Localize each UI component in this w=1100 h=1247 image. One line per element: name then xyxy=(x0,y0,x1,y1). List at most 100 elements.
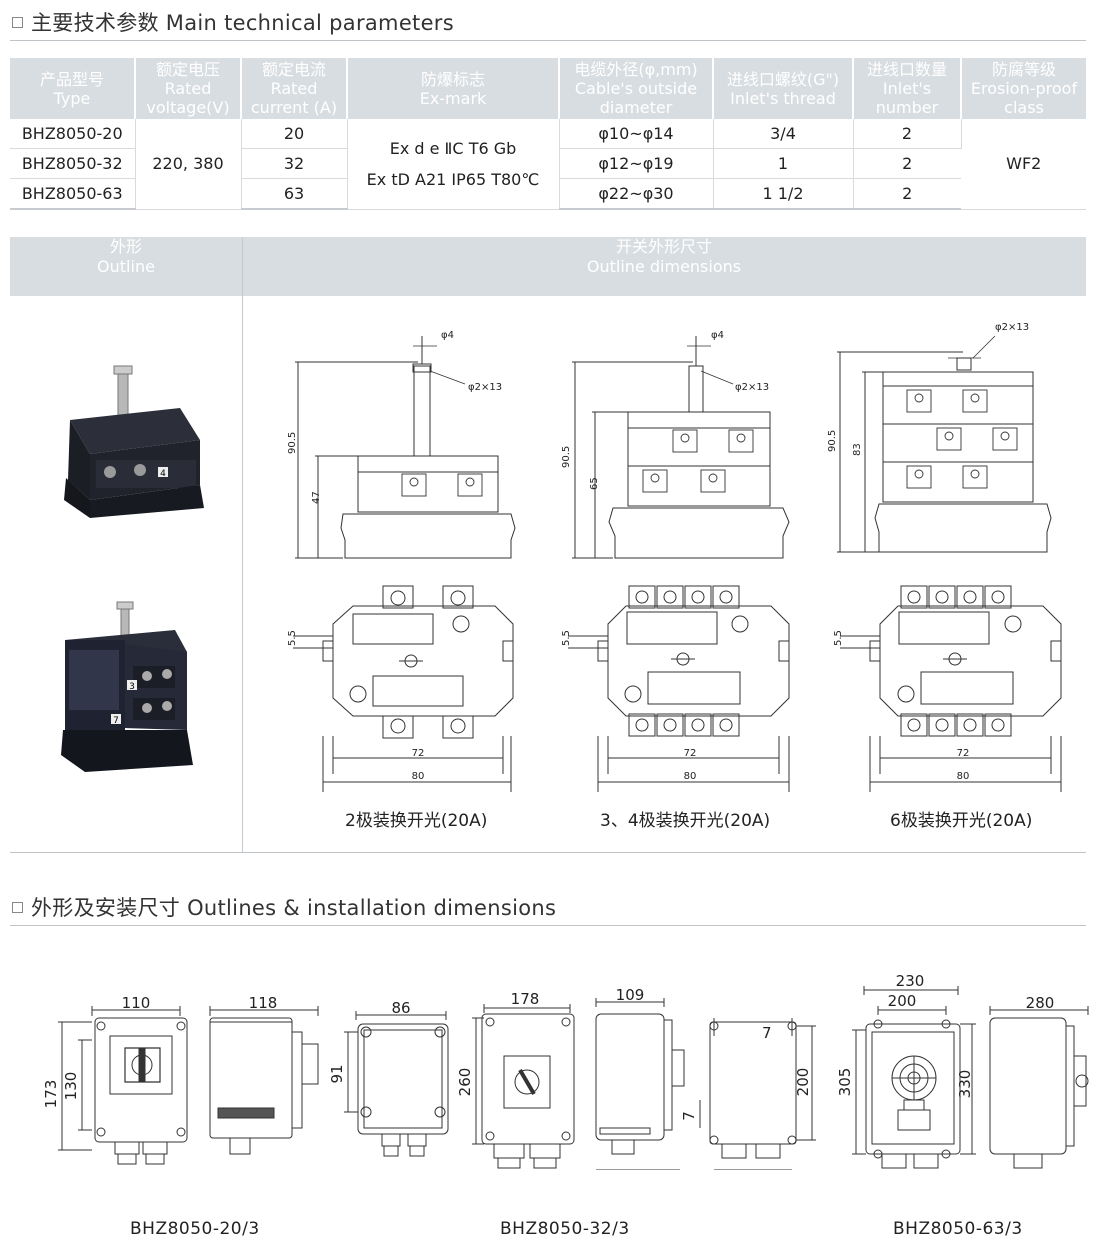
current-cell: 32 xyxy=(241,148,348,179)
dim-width-inner: 72 xyxy=(957,748,970,759)
drawing-6pole-top xyxy=(840,585,1062,792)
caption-6pole: 6极装换开光(20A) xyxy=(890,811,1033,831)
dim-118: 118 xyxy=(249,994,278,1012)
cable-cell: φ10~φ14 xyxy=(559,119,714,149)
caption-2pole: 2极装换开光(20A) xyxy=(345,811,488,831)
square-bullet-icon xyxy=(12,17,23,28)
square-bullet-icon xyxy=(12,902,23,913)
switch-photo-6pole: 3 7 xyxy=(61,601,193,772)
current-cell: 20 xyxy=(241,119,348,149)
dim-height-body: 65 xyxy=(589,477,600,490)
enclosure-20-side xyxy=(209,1006,319,1155)
dim-305: 305 xyxy=(836,1068,854,1097)
dim-phi4: φ4 xyxy=(441,330,454,341)
caption-34pole: 3、4极装换开光(20A) xyxy=(600,811,771,831)
dim-gap: 5.5 xyxy=(833,630,844,646)
divider xyxy=(10,925,1086,926)
dim-7-back: 7 xyxy=(762,1024,772,1042)
dim-173: 173 xyxy=(42,1080,60,1109)
current-cell: 63 xyxy=(241,178,348,210)
dim-phi2x13: φ2×13 xyxy=(468,382,502,393)
dim-width-inner: 72 xyxy=(412,748,425,759)
dim-height-total: 90.5 xyxy=(287,432,298,454)
thread-cell: 1 1/2 xyxy=(713,178,854,210)
dim-130: 130 xyxy=(62,1072,80,1101)
drawing-34pole-top xyxy=(568,585,790,792)
table-row: BHZ8050-20 220, 380 20 Ex d e ⅡC T6 Gb E… xyxy=(10,119,1086,210)
header-thread: 进线口螺纹(G")Inlet's thread xyxy=(713,58,854,119)
section-title-parameters: 主要技术参数 Main technical parameters xyxy=(12,7,454,37)
dim-phi2x13: φ2×13 xyxy=(735,382,769,393)
dim-width-inner: 72 xyxy=(684,748,697,759)
drawing-2pole-side xyxy=(295,336,516,559)
drawing-2pole-top xyxy=(293,585,514,792)
model-label-32: BHZ8050-32/3 xyxy=(500,1219,630,1239)
erosion-cell: WF2 xyxy=(961,119,1086,210)
dim-230: 230 xyxy=(896,972,925,990)
dim-7-side: 7 xyxy=(680,1111,698,1121)
outline-dimensions-header: 开关外形尺寸 Outline dimensions xyxy=(586,237,742,276)
cable-cell: φ12~φ19 xyxy=(559,148,714,179)
switch-photo-2pole: 4 xyxy=(64,365,204,518)
dim-height-body: 83 xyxy=(852,443,863,456)
enclosure-32-front xyxy=(472,1004,575,1169)
dim-200-top: 200 xyxy=(888,992,917,1010)
inlets-cell: 2 xyxy=(853,119,962,149)
dim-phi2x13: φ2×13 xyxy=(995,322,1029,333)
dim-gap: 5.5 xyxy=(287,630,298,646)
inlets-cell: 2 xyxy=(853,178,961,210)
table-row: BHZ8050-32 32 φ12~φ19 1 2 xyxy=(10,148,1086,179)
type-cell: BHZ8050-20 xyxy=(10,119,136,149)
enclosure-32-side xyxy=(595,998,701,1170)
dim-200: 200 xyxy=(794,1068,812,1097)
dim-178: 178 xyxy=(511,990,540,1008)
dim-110: 110 xyxy=(122,994,151,1012)
dim-260: 260 xyxy=(456,1068,474,1097)
dim-86: 86 xyxy=(391,999,410,1017)
svg-text:7: 7 xyxy=(113,716,119,726)
dim-gap: 5.5 xyxy=(561,630,572,646)
enclosure-32-back xyxy=(709,1018,816,1170)
exmark-cell: Ex d e ⅡC T6 Gb Ex tD A21 IP65 T80℃ xyxy=(347,119,560,210)
model-label-20: BHZ8050-20/3 xyxy=(130,1219,260,1239)
thread-cell: 3/4 xyxy=(713,119,854,149)
divider xyxy=(10,40,1086,41)
dim-330: 330 xyxy=(956,1070,974,1099)
dim-width-outer: 80 xyxy=(412,771,425,782)
dim-109: 109 xyxy=(616,986,645,1004)
type-cell: BHZ8050-63 xyxy=(10,178,136,210)
column-divider xyxy=(242,237,243,852)
divider xyxy=(10,852,1086,853)
dim-91: 91 xyxy=(328,1064,346,1083)
thread-cell: 1 xyxy=(713,148,854,179)
dim-height-body: 47 xyxy=(311,491,322,504)
dim-width-outer: 80 xyxy=(684,771,697,782)
enclosure-63-side xyxy=(989,1006,1089,1169)
dim-phi4: φ4 xyxy=(711,330,724,341)
type-cell: BHZ8050-32 xyxy=(10,148,136,179)
drawing-6pole-side xyxy=(837,335,1052,553)
outline-header: 外形 Outline xyxy=(97,237,155,276)
dim-280: 280 xyxy=(1026,994,1055,1012)
cable-cell: φ22~φ30 xyxy=(559,178,714,210)
inlets-cell: 2 xyxy=(853,148,961,179)
outline-drawings: φ4 φ2×13 90.5 47 5.5 72 80 xyxy=(287,322,1062,792)
exmark-line: Ex tD A21 IP65 T80℃ xyxy=(366,169,540,189)
dim-height-total: 90.5 xyxy=(561,446,572,468)
enclosure-32-small xyxy=(344,1011,449,1157)
svg-text:3: 3 xyxy=(129,682,135,692)
terminal-label xyxy=(158,467,168,477)
enclosure-63-front xyxy=(852,986,976,1169)
table-row: BHZ8050-63 63 φ22~φ30 1 1/2 2 xyxy=(10,178,1086,210)
enclosure-20-front xyxy=(58,1006,188,1165)
installation-drawings: 110 173 130 118 86 91 178 260 xyxy=(42,972,1089,1170)
exmark-line: Ex d e ⅡC T6 Gb xyxy=(389,138,517,158)
